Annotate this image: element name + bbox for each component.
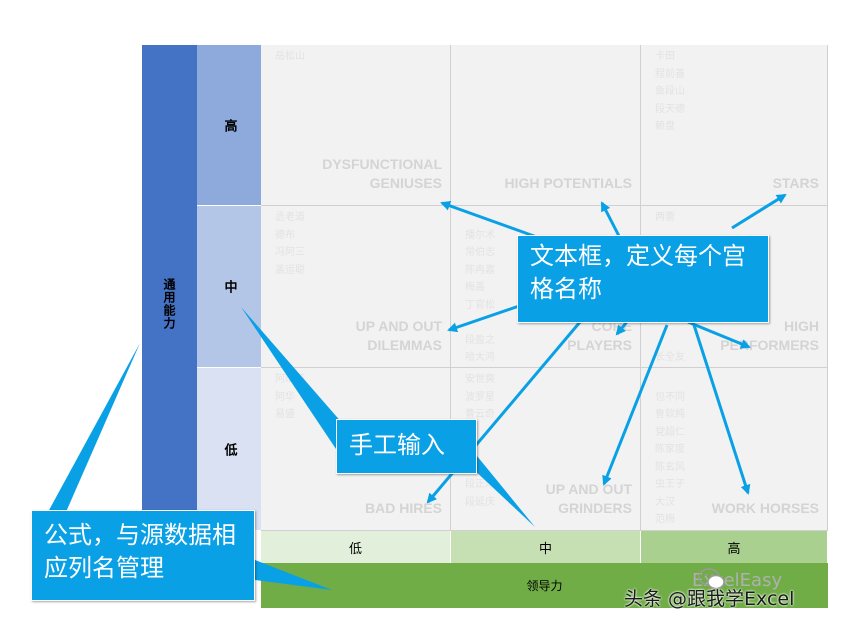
formula-tail-up — [48, 343, 140, 512]
employee-name: 赖盘 — [655, 121, 675, 132]
employee-name: 鲁软纯 — [655, 409, 685, 420]
employee-name: 盖运聪 — [275, 264, 305, 276]
callout-formula: 公式，与源数据相应列名管理 — [31, 510, 255, 601]
employee-name: 丞老道 — [275, 212, 305, 223]
employee-name: 安世爽 — [465, 374, 495, 385]
employee-name: 陈冉嘉 — [465, 264, 495, 276]
employee-name: 哈大鸿 — [465, 352, 495, 363]
employee-name: 包不同 — [655, 391, 685, 403]
employee-name: 常伯志 — [465, 247, 495, 258]
employee-name: 党超仁 — [655, 426, 685, 438]
employee-name: 两蕾 — [655, 212, 675, 223]
row-label-low: 低 — [197, 368, 261, 531]
employee-name: 鱼段山 — [655, 86, 685, 97]
cell-category-name: WORK HORSES — [711, 500, 819, 516]
row-label-mid: 中 — [197, 206, 261, 368]
cell-category-name: STARS — [772, 175, 819, 191]
employee-name: 虫王子 — [655, 479, 685, 490]
employee-name: 段延庆 — [465, 496, 495, 508]
employee-name-list: 阿瑞善阿华易盛 — [275, 371, 305, 424]
y-axis-title: 通用能力 — [142, 45, 197, 563]
wechat-icon — [698, 568, 725, 590]
employee-name: 卡田 — [655, 51, 675, 62]
employee-name: 段正淳 — [465, 479, 495, 490]
y-axis-title-text: 通用能力 — [162, 278, 176, 330]
employee-name: 播尔术 — [465, 229, 495, 241]
employee-name: 长全友 — [655, 352, 685, 363]
employee-name: 岳松山 — [275, 51, 305, 62]
callout-manual-input: 手工输入 — [336, 419, 477, 474]
employee-name: 陈家度 — [655, 444, 685, 455]
cell-category-name: BAD HIRES — [364, 500, 442, 516]
employee-name: 段天德 — [655, 103, 685, 115]
col-label-high: 高 — [641, 531, 828, 563]
employee-name: 易盛 — [275, 409, 295, 420]
employee-name — [655, 332, 685, 350]
employee-name-list: 卡田程前善鱼段山段天德赖盘 — [655, 48, 685, 136]
employee-name: 阿华 — [275, 391, 295, 403]
employee-name — [465, 209, 495, 227]
employee-name — [655, 371, 685, 389]
employee-name: 梅盖 — [465, 282, 485, 293]
employee-name: 陈玄风 — [655, 461, 685, 473]
employee-name-list: 丞老道德布冯阿三盖运聪 — [275, 209, 305, 279]
employee-name: 范梅 — [655, 514, 675, 525]
employee-name: 程前善 — [655, 68, 685, 80]
employee-name — [465, 314, 495, 332]
employee-name: 阿瑞善 — [275, 374, 305, 385]
employee-name: 波罗星 — [465, 391, 495, 403]
col-label-mid: 中 — [451, 531, 641, 563]
watermark: 头条 @跟我学Excel — [624, 588, 795, 610]
grid-cell: 包不同鲁软纯党超仁陈家度陈玄风虫王子大汉范梅 WORK HORSES — [641, 368, 828, 531]
grid-cell: HIGH POTENTIALS — [451, 45, 641, 206]
employee-name-list: 播尔术常伯志陈冉嘉梅盖丁官松 段盈之哈大鸿 — [465, 209, 495, 367]
employee-name: 段盈之 — [465, 334, 495, 346]
employee-name-list: 两蕾 长全友 — [655, 209, 685, 367]
employee-name: 冯阿三 — [275, 247, 305, 258]
row-label-high: 高 — [197, 45, 261, 206]
callout-cell-names: 文本框，定义每个宫格名称 — [517, 235, 769, 323]
employee-name: 德布 — [275, 229, 295, 241]
employee-name: 丁官松 — [465, 299, 495, 311]
employee-name: 大汉 — [655, 496, 675, 508]
cell-category-name: HIGH POTENTIALS — [504, 175, 632, 191]
x-axis-title: 领导力 — [261, 563, 828, 608]
grid-cell: 卡田程前善鱼段山段天德赖盘 STARS — [641, 45, 828, 206]
col-label-low: 低 — [261, 531, 451, 563]
employee-name-list: 包不同鲁软纯党超仁陈家度陈玄风虫王子大汉范梅 — [655, 371, 685, 529]
employee-name-list: 岳松山 — [275, 48, 305, 66]
